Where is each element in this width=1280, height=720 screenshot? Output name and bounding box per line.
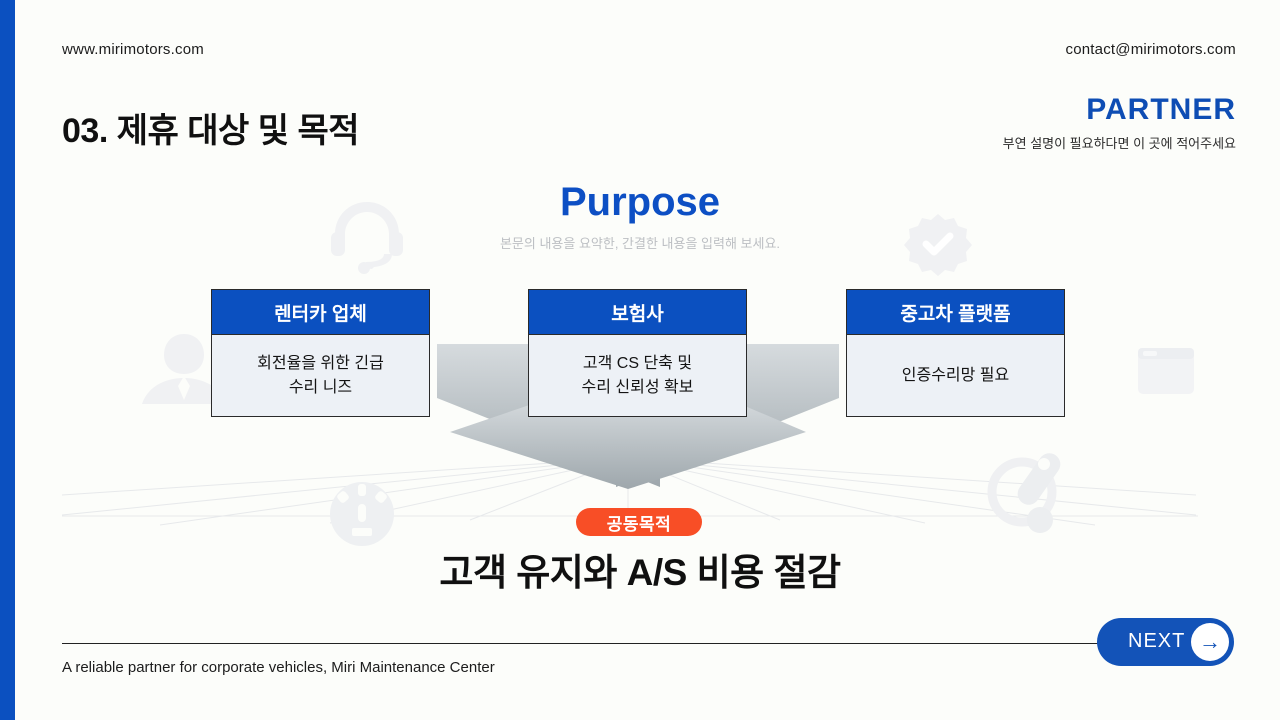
- card-body: 고객 CS 단축 및 수리 신뢰성 확보: [581, 355, 694, 396]
- next-button-label: NEXT: [1128, 630, 1186, 652]
- purpose-title: Purpose: [559, 180, 721, 224]
- gauge-icon: [330, 482, 394, 546]
- seal-check-icon: [904, 214, 972, 276]
- next-button[interactable]: NEXT →: [1097, 618, 1234, 666]
- card-header: 보험사: [529, 290, 746, 335]
- purpose-block: Purpose 본문의 내용을 요약한, 간결한 내용을 입력해 보세요.: [0, 182, 1280, 252]
- person-icon: [142, 334, 226, 404]
- partner-caption: 부연 설명이 필요하다면 이 곳에 적어주세요: [1002, 136, 1236, 151]
- left-accent-bar: [0, 0, 15, 720]
- card-header: 중고차 플랫폼: [847, 290, 1064, 335]
- purpose-subtitle: 본문의 내용을 요약한, 간결한 내용을 입력해 보세요.: [499, 236, 781, 251]
- page-title: 03. 제휴 대상 및 목적: [62, 112, 360, 150]
- headset-icon: [331, 202, 403, 274]
- partner-block: PARTNER 부연 설명이 필요하다면 이 곳에 적어주세요: [1003, 95, 1236, 152]
- card-usedcar: 중고차 플랫폼 인증수리망 필요: [846, 289, 1065, 417]
- card-body: 인증수리망 필요: [901, 366, 1010, 384]
- arrow-right-icon: →: [1191, 623, 1229, 661]
- common-goal-badge: 공동목적: [576, 508, 702, 536]
- card-body: 회전율을 위한 긴급 수리 니즈: [257, 355, 384, 396]
- partner-label: PARTNER: [1086, 93, 1236, 126]
- card-rentcar: 렌터카 업체 회전율을 위한 긴급 수리 니즈: [211, 289, 430, 417]
- goal-headline: 고객 유지와 A/S 비용 절감: [439, 552, 841, 593]
- website-url: www.mirimotors.com: [62, 41, 204, 58]
- footer-divider: [62, 643, 1218, 644]
- wrench-icon: [987, 453, 1061, 533]
- contact-email: contact@mirimotors.com: [1065, 41, 1236, 58]
- footer-tagline: A reliable partner for corporate vehicle…: [62, 659, 495, 676]
- card-icon: [1138, 348, 1194, 394]
- card-insurance: 보험사 고객 CS 단축 및 수리 신뢰성 확보: [528, 289, 747, 417]
- card-header: 렌터카 업체: [212, 290, 429, 335]
